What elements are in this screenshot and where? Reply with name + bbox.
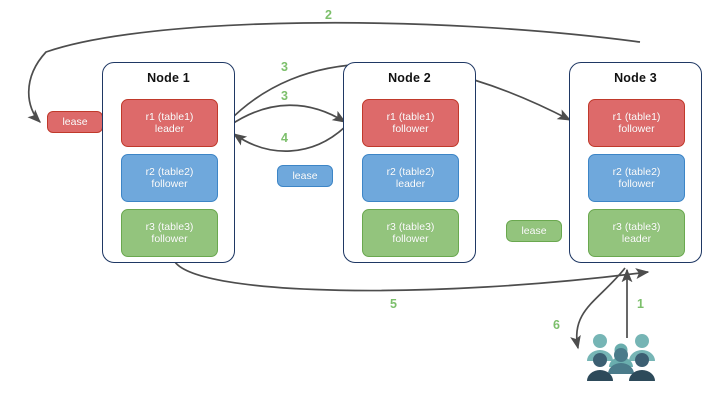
replica-role: follower xyxy=(618,123,655,135)
step-label-3-lower: 3 xyxy=(281,89,288,103)
replica-name: r3 (table3) xyxy=(612,220,661,233)
node-card-3[interactable]: Node 3 r1 (table1) follower r2 (table2) … xyxy=(569,62,702,263)
step-label-4: 4 xyxy=(281,131,288,145)
users-front-row-bodies xyxy=(587,370,655,381)
node-card-2[interactable]: Node 2 r1 (table1) follower r2 (table2) … xyxy=(343,62,476,263)
replica-role: follower xyxy=(392,233,429,245)
lease-badge-range2[interactable]: lease xyxy=(277,165,333,187)
node-title: Node 3 xyxy=(614,71,657,85)
step-label-2: 2 xyxy=(325,8,332,22)
replica-name: r2 (table2) xyxy=(386,165,435,178)
replica-role: leader xyxy=(395,178,426,190)
step-label-5: 5 xyxy=(390,297,397,311)
lease-badge-range1[interactable]: lease xyxy=(47,111,103,133)
lease-label: lease xyxy=(292,170,318,182)
replica-node1-r2[interactable]: r2 (table2) follower xyxy=(121,154,218,202)
node-title: Node 1 xyxy=(147,71,190,85)
replica-name: r2 (table2) xyxy=(612,165,661,178)
step-label-6: 6 xyxy=(553,318,560,332)
replica-role: follower xyxy=(151,233,188,245)
replica-name: r1 (table1) xyxy=(145,110,194,123)
replica-name: r3 (table3) xyxy=(386,220,435,233)
users-center-front xyxy=(608,348,634,374)
users-group-icon xyxy=(587,334,655,381)
replica-name: r2 (table2) xyxy=(145,165,194,178)
arrow-step-5 xyxy=(174,261,650,292)
arrow-step-4 xyxy=(232,125,347,152)
replica-node3-r3[interactable]: r3 (table3) leader xyxy=(588,209,685,257)
replica-node1-r3[interactable]: r3 (table3) follower xyxy=(121,209,218,257)
lease-badge-range3[interactable]: lease xyxy=(506,220,562,242)
replica-node3-r2[interactable]: r2 (table2) follower xyxy=(588,154,685,202)
replica-name: r1 (table1) xyxy=(612,110,661,123)
replica-role: follower xyxy=(618,178,655,190)
node-card-1[interactable]: Node 1 r1 (table1) leader r2 (table2) fo… xyxy=(102,62,235,263)
arrow-step-3-lower xyxy=(228,104,347,127)
replica-name: r1 (table1) xyxy=(386,110,435,123)
replica-role: leader xyxy=(621,233,652,245)
replica-role: follower xyxy=(151,178,188,190)
replica-name: r3 (table3) xyxy=(145,220,194,233)
replica-node1-r1[interactable]: r1 (table1) leader xyxy=(121,99,218,147)
node-title: Node 2 xyxy=(388,71,431,85)
replica-role: follower xyxy=(392,123,429,135)
replica-node2-r3[interactable]: r3 (table3) follower xyxy=(362,209,459,257)
step-label-3-upper: 3 xyxy=(281,60,288,74)
replica-role: leader xyxy=(154,123,185,135)
replica-node3-r1[interactable]: r1 (table1) follower xyxy=(588,99,685,147)
replica-node2-r1[interactable]: r1 (table1) follower xyxy=(362,99,459,147)
lease-label: lease xyxy=(62,116,88,128)
users-front-row xyxy=(593,353,649,367)
step-label-1: 1 xyxy=(637,297,644,311)
lease-label: lease xyxy=(521,225,547,237)
replica-node2-r2[interactable]: r2 (table2) leader xyxy=(362,154,459,202)
